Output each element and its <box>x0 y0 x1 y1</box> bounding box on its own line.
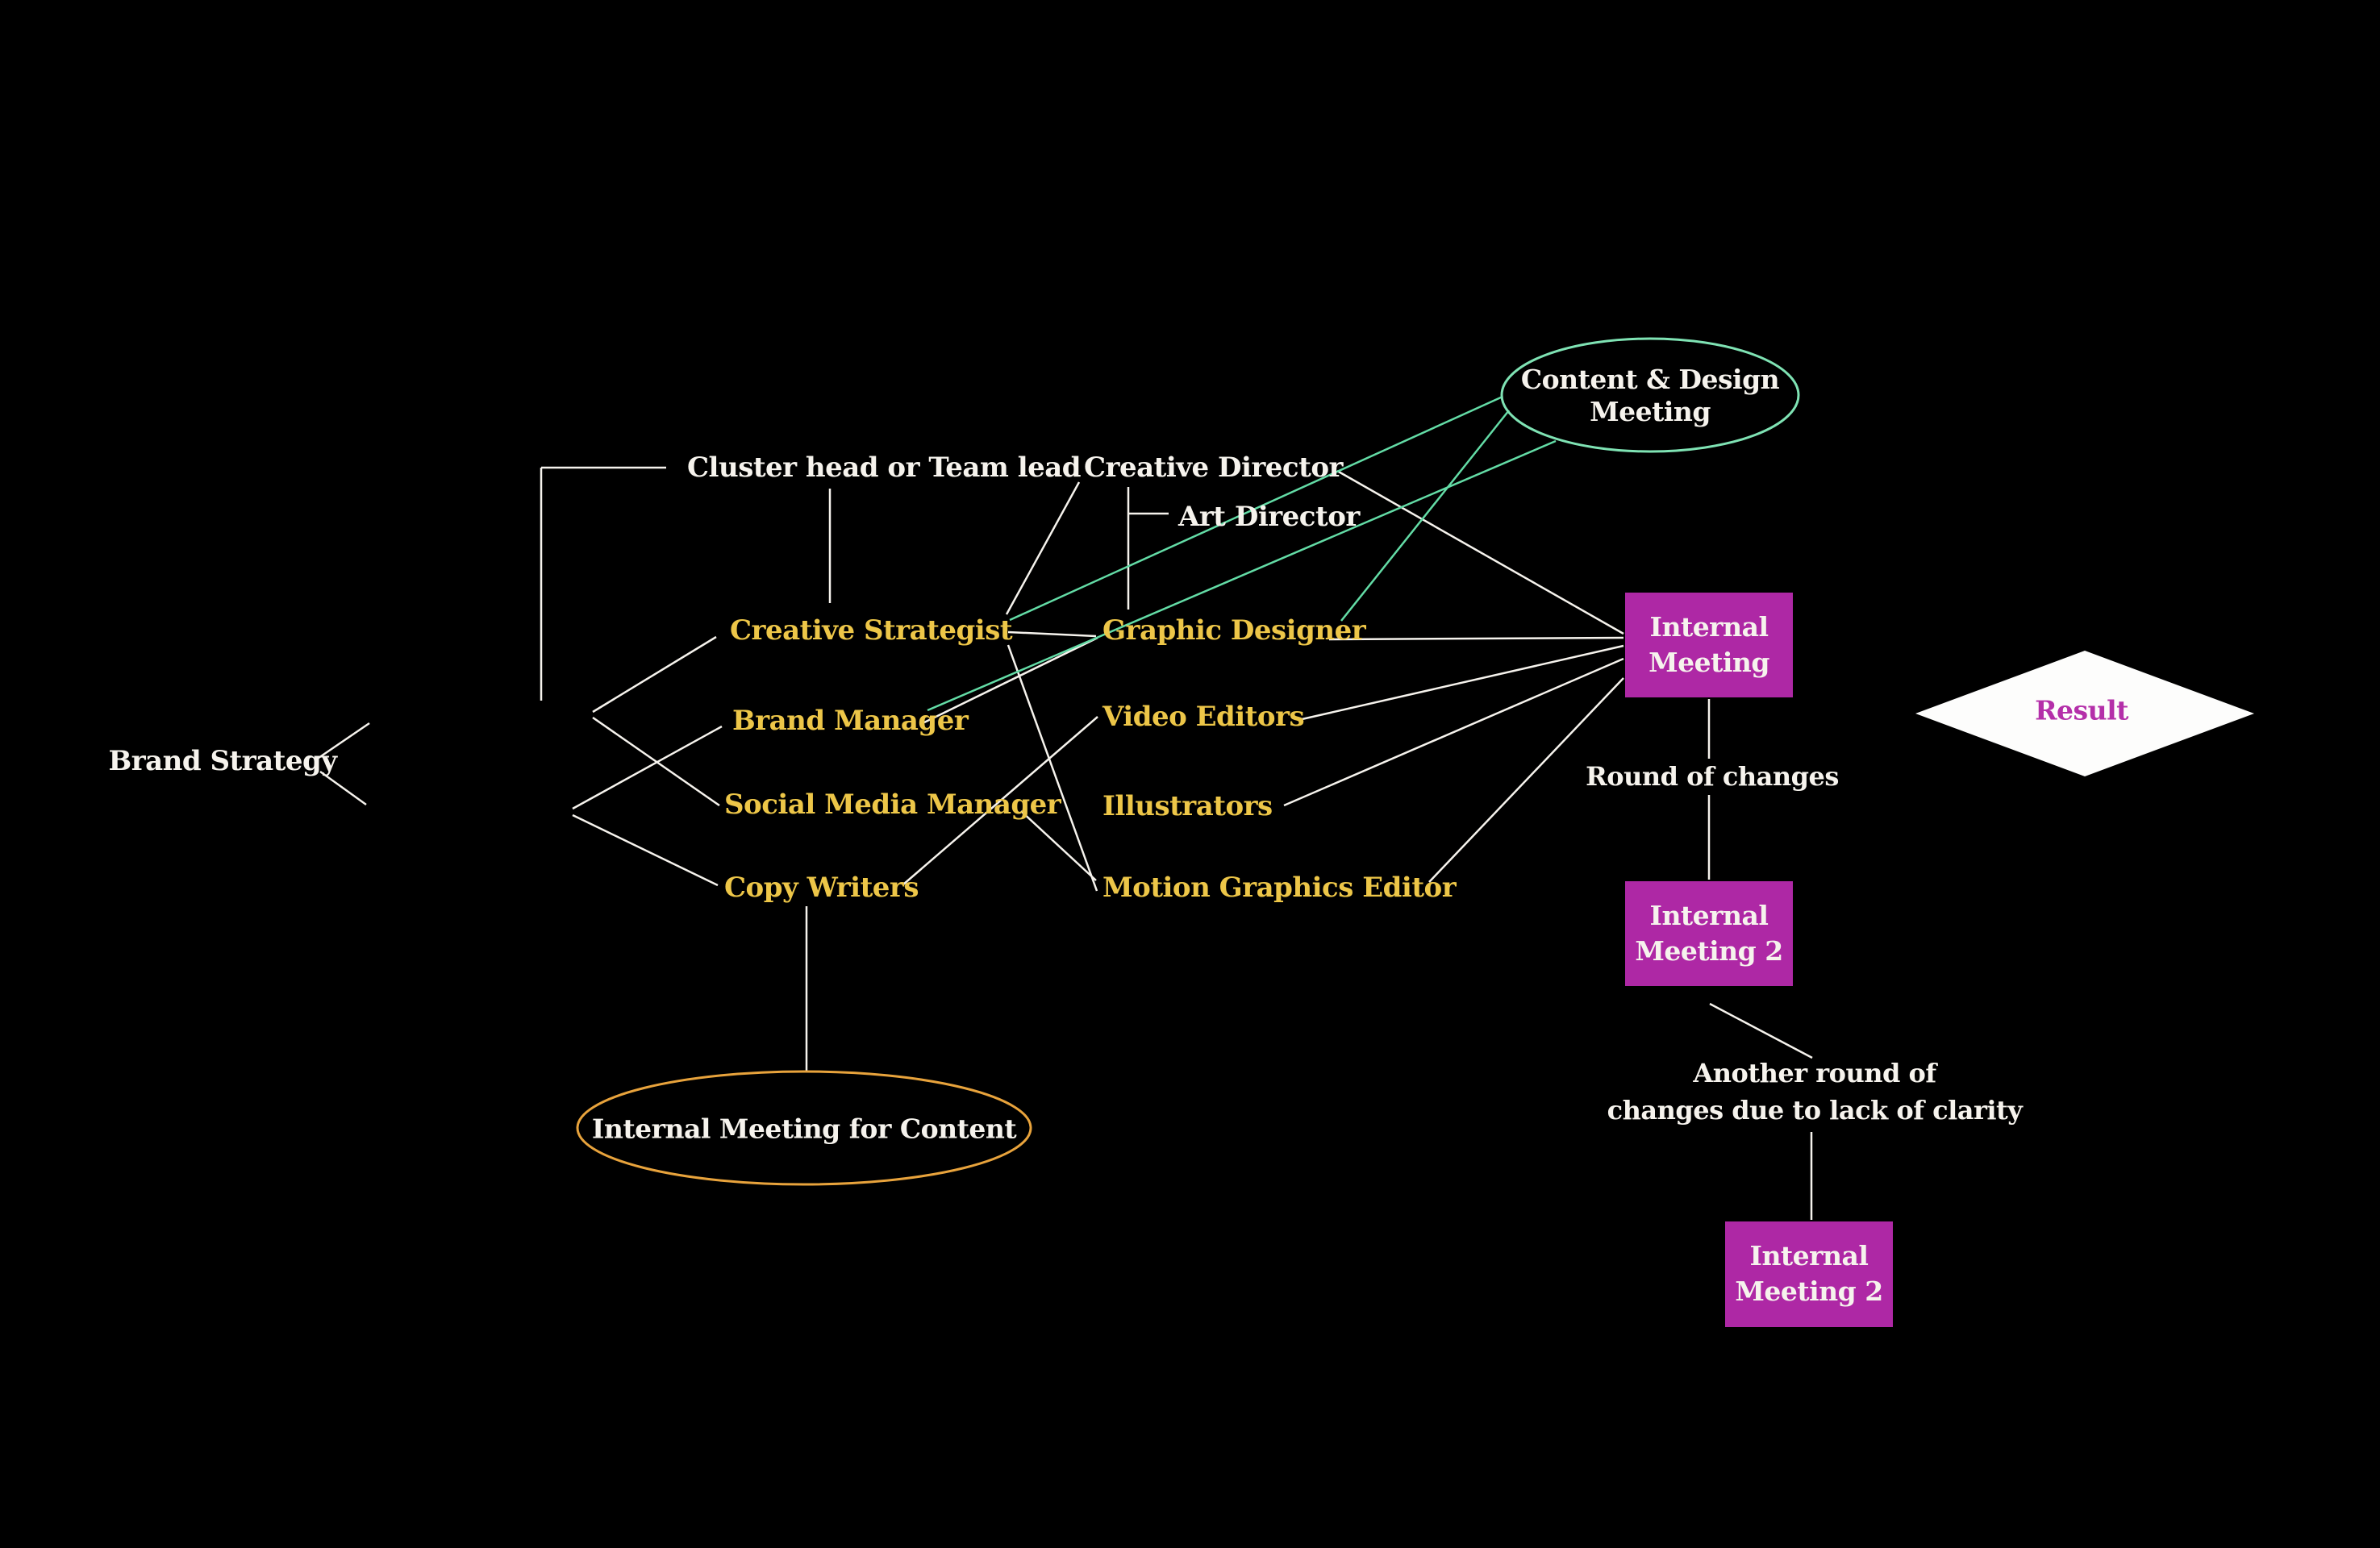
content-design-meeting-line1: Content & Design <box>1520 364 1780 395</box>
edge-creative-director-to-internal-meeting <box>1336 469 1624 635</box>
content-design-meeting-ellipse[interactable] <box>1500 337 1800 453</box>
label-brand-strategy[interactable]: Brand Strategy <box>108 745 337 777</box>
internal-meeting-line1: Internal <box>1649 611 1769 643</box>
internal-meeting-2-final-line1: Internal <box>1749 1240 1869 1271</box>
label-brand-manager[interactable]: Brand Manager <box>732 705 969 737</box>
edge-creative-strategist-to-graphic-designer <box>1007 630 1097 638</box>
internal-meeting-label[interactable]: Internal Meeting <box>1648 610 1769 680</box>
edge-brand-manager-to-content-design-meeting <box>927 439 1557 712</box>
content-design-meeting-label[interactable]: Content & Design Meeting <box>1520 364 1780 428</box>
label-round-of-changes: Round of changes <box>1586 761 1839 792</box>
edge-video-editors-to-internal-meeting <box>1298 644 1624 722</box>
label-copy-writers[interactable]: Copy Writers <box>724 872 919 904</box>
label-video-editors[interactable]: Video Editors <box>1102 701 1305 733</box>
label-creative-strategist[interactable]: Creative Strategist <box>730 614 1013 647</box>
internal-meeting-2-line2: Meeting 2 <box>1635 935 1783 967</box>
edge-brand-strategy-fork-upper <box>318 722 370 759</box>
internal-meeting-2-final-label[interactable]: Internal Meeting 2 <box>1735 1238 1883 1309</box>
internal-meeting-for-content-ellipse[interactable] <box>576 1070 1032 1186</box>
result-diamond[interactable] <box>1915 651 2254 776</box>
another-round-line1: Another round of <box>1693 1058 1936 1088</box>
edge-motion-graphics-editor-to-internal-meeting <box>1428 677 1624 883</box>
internal-meeting-for-content-label[interactable]: Internal Meeting for Content <box>591 1113 1017 1145</box>
label-social-media-manager[interactable]: Social Media Manager <box>724 789 1061 821</box>
label-creative-director[interactable]: Creative Director <box>1084 452 1343 484</box>
edge-creative-strategist-to-vertex1 <box>592 635 717 714</box>
label-cluster-head[interactable]: Cluster head or Team lead <box>687 452 1082 484</box>
edge-creative-strategist-to-creative-director <box>1005 481 1081 615</box>
internal-meeting-2-box[interactable] <box>1625 881 1793 986</box>
edge-social-media-manager-to-motion-graphics-editor <box>1020 810 1097 881</box>
internal-meeting-2-label[interactable]: Internal Meeting 2 <box>1635 898 1783 969</box>
content-design-meeting-line2: Meeting <box>1590 396 1711 427</box>
internal-meeting-box[interactable] <box>1625 593 1793 697</box>
edge-brand-manager-to-graphic-designer <box>923 636 1098 724</box>
internal-meeting-2-line1: Internal <box>1649 900 1769 931</box>
result-label[interactable]: Result <box>2035 694 2128 726</box>
label-graphic-designer[interactable]: Graphic Designer <box>1102 614 1366 647</box>
internal-meeting-2-final-line2: Meeting 2 <box>1735 1275 1883 1307</box>
edge-internal-meeting-2-to-another-round <box>1709 1002 1813 1059</box>
edge-graphic-designer-to-content-design-meeting <box>1340 410 1510 622</box>
another-round-line2: changes due to lack of clarity <box>1607 1095 2023 1126</box>
edge-copy-writers-to-video-editors <box>902 716 1098 885</box>
edge-brand-manager-to-vertex2 <box>572 725 723 810</box>
edge-creative-strategist-to-content-design-meeting <box>1009 395 1503 622</box>
edge-vertex2-to-copy-writers <box>572 814 719 887</box>
edge-creative-strategist-to-motion-graphics-editor <box>1007 644 1098 892</box>
internal-meeting-2-final-box[interactable] <box>1725 1221 1893 1327</box>
edge-brand-strategy-fork-lower <box>319 770 367 806</box>
label-art-director[interactable]: Art Director <box>1178 501 1360 533</box>
edge-illustrators-to-internal-meeting <box>1283 657 1624 807</box>
edge-vertex1-to-social-media-manager <box>592 716 720 807</box>
label-illustrators[interactable]: Illustrators <box>1102 790 1273 822</box>
label-motion-graphics-editor[interactable]: Motion Graphics Editor <box>1102 872 1457 904</box>
edge-graphic-designer-to-internal-meeting <box>1328 636 1624 641</box>
label-another-round-of-changes: Another round of changes due to lack of … <box>1607 1055 2023 1129</box>
internal-meeting-line2: Meeting <box>1648 647 1769 678</box>
